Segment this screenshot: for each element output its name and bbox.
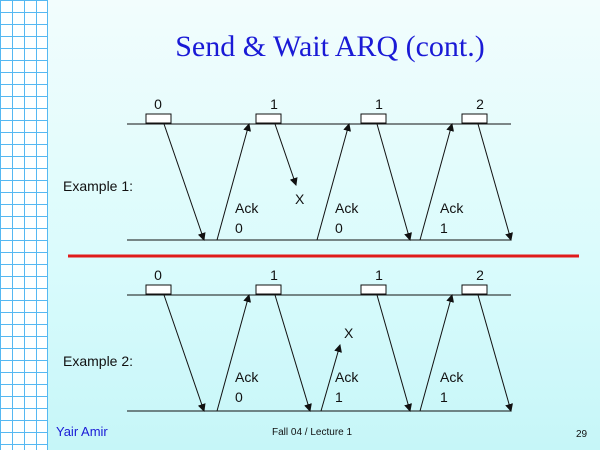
example-1-label: Example 1: [63,178,134,194]
ex2-ack-label: Ack [440,369,464,385]
ex2-frame-box [145,284,172,295]
example-2-label: Example 2: [63,353,134,369]
ex2-data-arrow [274,294,312,412]
ex2-ack-arrow [216,294,251,412]
ex1-ack-arrow [316,123,351,241]
ex1-lost-frame-arrow [274,123,298,186]
ex2-lost-ack-arrow [320,344,342,412]
ex1-ack-label: Ack [335,200,359,216]
ex2-frame-box [255,284,282,295]
ex2-ack-label: Ack [335,369,359,385]
ex1-loss-marker: X [295,191,305,207]
ex1-frame-number: 2 [476,96,484,112]
ex1-data-arrow [477,123,513,241]
ex1-frame-number: 1 [270,96,278,112]
ex2-data-arrow [163,294,206,412]
ex1-frame-number: 1 [375,96,383,112]
ex1-ack-number: 0 [235,220,243,236]
ex2-ack-number: 1 [440,389,448,405]
ex2-frame-box [461,284,488,295]
ex2-ack-label: Ack [235,369,259,385]
ex2-frame-number: 1 [270,267,278,283]
ex1-frame-number: 0 [154,96,162,112]
ex1-ack-number: 1 [440,220,448,236]
ex2-frame-number: 2 [476,267,484,283]
ex1-ack-label: Ack [440,200,464,216]
ex1-frame-box [255,113,282,124]
ex1-ack-label: Ack [235,200,259,216]
ex1-ack-arrow [419,123,454,241]
slide-title: Send & Wait ARQ (cont.) [175,30,485,63]
ex1-data-arrow [376,123,412,241]
ex2-frame-number: 0 [154,267,162,283]
ex2-ack-number: 1 [335,389,343,405]
ex2-data-arrow [376,294,412,412]
course-info: Fall 04 / Lecture 1 [272,427,353,438]
ex1-frame-box [461,113,488,124]
ex1-frame-box [360,113,387,124]
page-number: 29 [576,429,588,440]
ex2-ack-number: 0 [235,389,243,405]
decorative-grid [0,0,48,450]
ex2-frame-box [360,284,387,295]
ex2-ack-arrow [419,294,454,412]
author-name: Yair Amir [56,424,108,439]
ex2-data-arrow [477,294,513,412]
ex1-ack-arrow [216,123,251,241]
ex2-loss-marker: X [344,325,354,341]
ex1-data-arrow [163,123,206,241]
ex2-frame-number: 1 [375,267,383,283]
ex1-ack-number: 0 [335,220,343,236]
ex1-frame-box [145,113,172,124]
